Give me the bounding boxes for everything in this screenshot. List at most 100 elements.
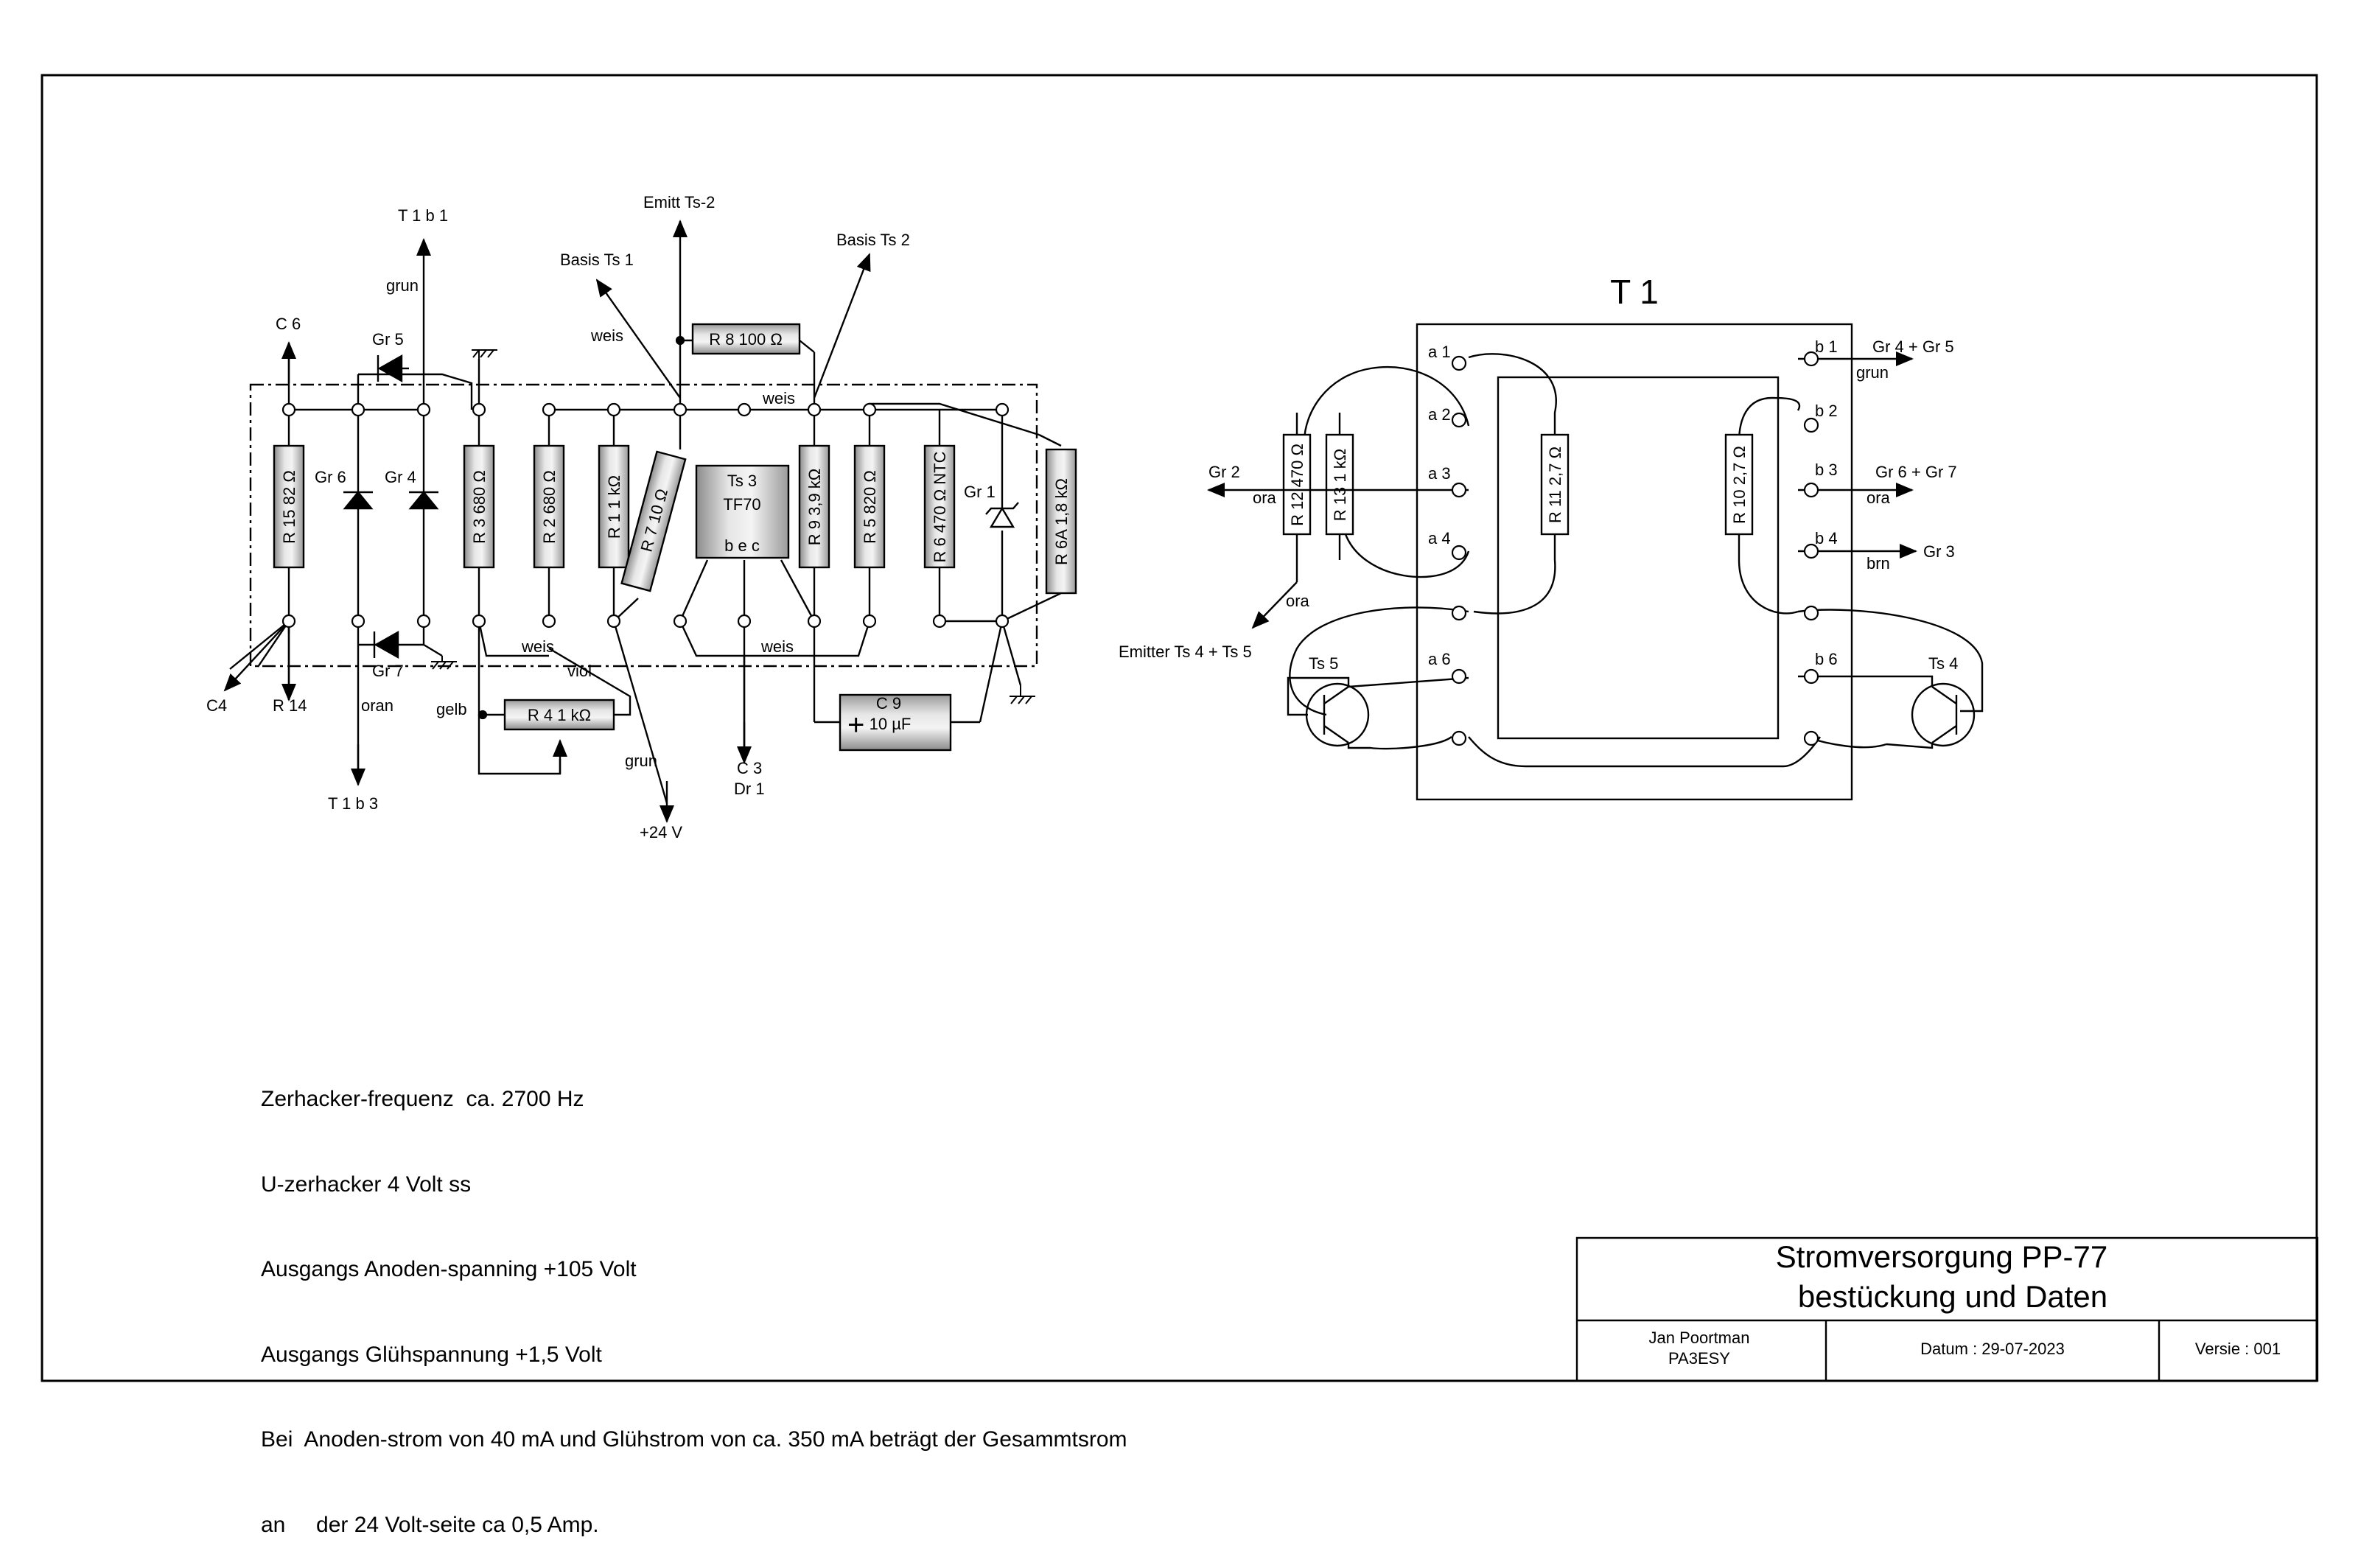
sheet-border (41, 74, 2318, 1382)
pin-a2: a 2 (1428, 405, 1451, 424)
label-weis-top: weis (762, 389, 795, 407)
label-c4: C4 (206, 696, 227, 715)
label-r11: R 11 2,7 Ω (1546, 447, 1564, 523)
title-line-1: Stromversorgung PP-77 (1776, 1239, 2108, 1274)
label-ts3-type: TF70 (723, 495, 760, 514)
label-ora1: ora (1253, 489, 1277, 507)
label-r5: R 5 820 Ω (861, 470, 879, 544)
note-line: Ausgangs Glühspannung +1,5 Volt (261, 1342, 602, 1367)
label-gr3: Gr 3 (1923, 542, 1955, 561)
label-gr67: Gr 6 + Gr 7 (1875, 463, 1957, 481)
note-line: Bei Anoden-strom von 40 mA und Glühstrom… (261, 1427, 1127, 1452)
label-gr5: Gr 5 (372, 330, 404, 349)
resistor-r2 (533, 444, 565, 569)
diode-gr7-icon (373, 630, 399, 659)
pin-b2: b 2 (1815, 402, 1838, 420)
resistor-r4 (503, 699, 615, 731)
label-weis-r8: weis (590, 326, 623, 345)
label-gr45: Gr 4 + Gr 5 (1872, 337, 1954, 356)
label-dr1: Dr 1 (734, 780, 765, 798)
resistor-r15 (273, 444, 305, 569)
note-line: U-zerhacker 4 Volt ss (261, 1172, 472, 1197)
label-r8: R 8 100 Ω (709, 330, 783, 349)
label-ora2: ora (1286, 592, 1310, 610)
label-r13: R 13 1 kΩ (1331, 449, 1349, 521)
pin-b4: b 4 (1815, 529, 1838, 547)
label-ts4: Ts 4 (1928, 654, 1958, 673)
nodes (281, 335, 1010, 720)
label-emitt-ts2: Emitt Ts-2 (643, 193, 715, 211)
transformer-labels: a 1 a 2 a 3 a 4 a 6 b 1 b 2 b 3 b 4 b 6 … (1119, 337, 1958, 673)
resistor-r11 (1540, 433, 1570, 536)
date: Datum : 29-07-2023 (1920, 1340, 2065, 1358)
label-gr2: Gr 2 (1208, 463, 1240, 481)
label-ora3: ora (1867, 489, 1891, 507)
label-r15: R 15 82 Ω (280, 470, 298, 544)
pin-a1: a 1 (1428, 343, 1451, 361)
zener-gr1-icon (985, 502, 1019, 528)
resistor-r5 (853, 444, 886, 569)
author: Jan Poortman (1649, 1329, 1750, 1347)
label-ts3-name: Ts 3 (727, 472, 757, 490)
label-r9: R 9 3,9 kΩ (805, 469, 824, 546)
note-line: Zerhacker-frequenz ca. 2700 Hz (261, 1087, 584, 1111)
resistor-r6a (1045, 448, 1077, 595)
label-r6: R 6 470 Ω NTC (931, 451, 949, 562)
ground-icon (431, 656, 457, 670)
callsign: PA3ESY (1668, 1349, 1730, 1368)
pin-a6: a 6 (1428, 650, 1451, 668)
label-gr7: Gr 7 (372, 662, 404, 680)
resistor-r7 (620, 450, 687, 592)
board-outline (249, 383, 1038, 668)
label-gelb: gelb (436, 700, 467, 718)
transistor-ts5-icon (1305, 682, 1370, 747)
schematic-sheet: + (41, 74, 2319, 1382)
label-r3: R 3 680 Ω (470, 470, 489, 544)
left-arrows (223, 220, 871, 823)
pin-b3: b 3 (1815, 461, 1838, 479)
resistors (273, 323, 1077, 731)
label-emitter: Emitter Ts 4 + Ts 5 (1119, 643, 1252, 661)
transformer-pins (1451, 351, 1819, 746)
label-viol: viol (567, 662, 592, 680)
transformer-frame (1416, 323, 1853, 801)
arrow-c4 (223, 620, 290, 692)
label-basis-ts1: Basis Ts 1 (560, 251, 634, 269)
label-gr4: Gr 4 (385, 468, 416, 486)
label-r12: R 12 470 Ω (1288, 444, 1306, 526)
resistor-r6 (923, 444, 956, 569)
diode-gr6-icon (343, 491, 374, 510)
diode-gr4-icon (408, 491, 439, 510)
arrow-basis-ts1 (595, 279, 681, 399)
note-line: an der 24 Volt-seite ca 0,5 Amp. (261, 1512, 599, 1537)
label-t1b3: T 1 b 3 (328, 794, 378, 813)
label-brn: brn (1867, 554, 1890, 573)
label-gr1: Gr 1 (964, 483, 996, 501)
label-t1b1: T 1 b 1 (398, 206, 448, 225)
label-r6a: R 6A 1,8 kΩ (1052, 478, 1071, 565)
resistor-r1 (598, 444, 630, 569)
label-grun: grun (1856, 363, 1889, 382)
left-labels: T 1 b 1 grun C 6 Gr 5 Emitt Ts-2 Basis T… (206, 193, 996, 841)
version: Versie : 001 (2195, 1340, 2281, 1358)
resistor-r13 (1325, 433, 1354, 536)
pin-a4: a 4 (1428, 529, 1451, 547)
label-c6: C 6 (276, 315, 301, 333)
title-line-2: bestückung und Daten (1798, 1279, 2107, 1314)
label-r2: R 2 680 Ω (540, 470, 559, 544)
label-ts5: Ts 5 (1309, 654, 1338, 673)
label-r1: R 1 1 kΩ (605, 475, 623, 539)
diodes (343, 354, 1019, 659)
transformer-title: T 1 (1610, 273, 1659, 311)
label-c9-value: 10 µF (870, 715, 912, 733)
note-line: Ausgangs Anoden-spanning +105 Volt (261, 1257, 637, 1281)
resistor-r9 (798, 444, 830, 569)
resistor-r3 (463, 444, 495, 569)
label-ts3-pins: b e c (724, 536, 760, 555)
label-r10: R 10 2,7 Ω (1730, 446, 1749, 524)
label-r4: R 4 1 kΩ (528, 706, 591, 724)
capacitor-c9 (839, 693, 952, 752)
transistor-ts3 (695, 464, 790, 559)
left-circuit (229, 280, 1062, 804)
pin-a3: a 3 (1428, 464, 1451, 483)
